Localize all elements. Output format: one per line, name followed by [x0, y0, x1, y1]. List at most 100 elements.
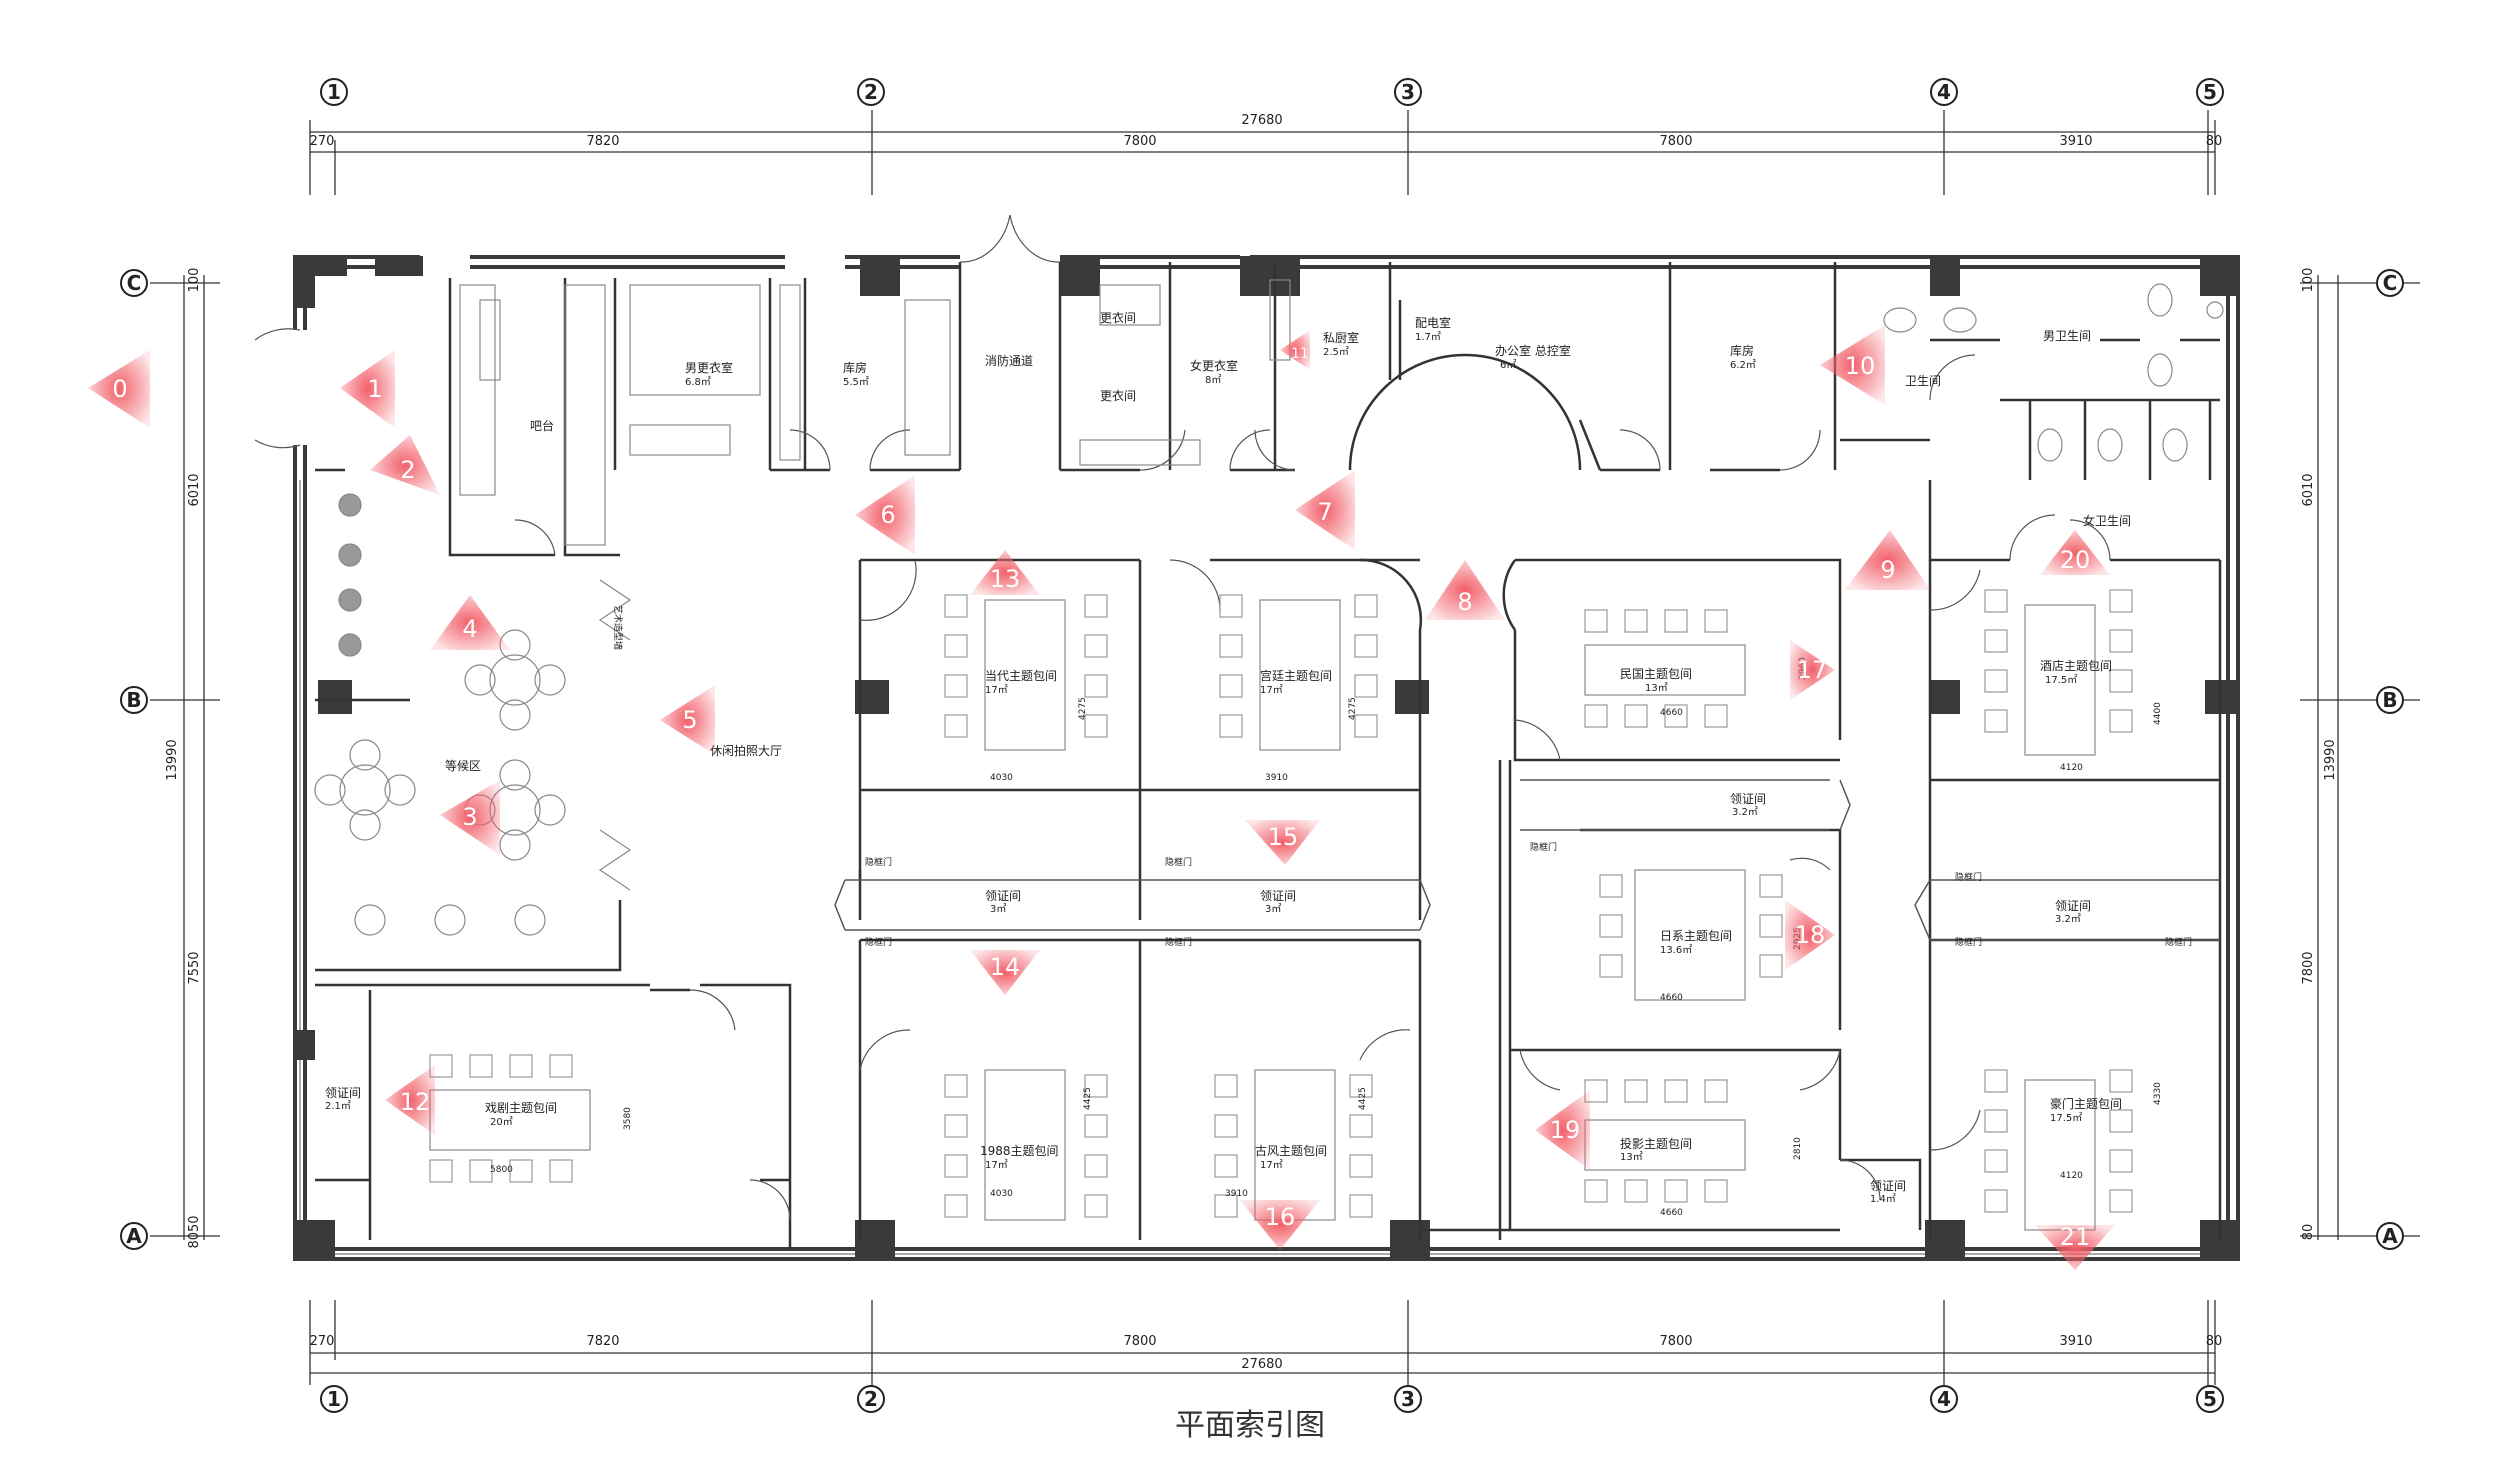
dim-total-bottom: 27680	[1241, 1357, 1282, 1372]
area-room-opera: 20㎡	[490, 1116, 513, 1128]
viewpoint-marker-17[interactable]	[1790, 640, 1835, 700]
area-office: 6㎡	[1500, 359, 1516, 371]
area-room-modern: 17㎡	[985, 684, 1008, 696]
label-office: 办公室 总控室	[1495, 343, 1571, 358]
dim-left-seg0: 100	[187, 268, 202, 293]
viewpoint-label-5: 5	[682, 706, 697, 734]
label-hidden-door-4: 隐框门	[1165, 936, 1192, 948]
dim-bottom-seg1: 7820	[586, 1334, 619, 1349]
label-room-ancient: 古风主题包间	[1255, 1143, 1327, 1158]
viewpoint-marker-7[interactable]	[1295, 470, 1355, 550]
label-room-modern: 当代主题包间	[985, 669, 1057, 683]
label-bar: 吧台	[530, 418, 554, 433]
area-room-hotel: 17.5㎡	[2045, 674, 2077, 686]
inner-dim-3910a: 3910	[1265, 773, 1288, 783]
label-room-film: 投影主题包间	[1620, 1136, 1692, 1151]
corridor-walls	[834, 779, 2220, 941]
axis-label-1-bottom: 1	[327, 1387, 341, 1411]
inner-dim-4030a: 4030	[990, 773, 1013, 783]
viewpoint-marker-20[interactable]	[2040, 530, 2110, 575]
viewpoint-marker-13[interactable]	[970, 550, 1040, 595]
label-lobby: 休闲拍照大厅	[710, 743, 782, 758]
viewpoint-marker-19[interactable]	[1535, 1090, 1590, 1170]
label-hidden-door-2: 隐框门	[1165, 856, 1192, 868]
label-changing2: 更衣间	[1100, 388, 1136, 403]
inner-dim-4660a: 4660	[1660, 708, 1683, 718]
viewpoint-marker-3[interactable]	[440, 780, 500, 855]
viewpoint-marker-10[interactable]	[1820, 325, 1885, 405]
inner-dim-4275b: 4275	[1348, 697, 1358, 720]
inner-dim-4030b: 4030	[990, 1189, 1013, 1199]
viewpoint-marker-6[interactable]	[855, 475, 915, 555]
dim-bottom-seg0: 270	[310, 1334, 335, 1349]
viewpoint-marker-4[interactable]	[430, 595, 510, 650]
viewpoint-marker-16[interactable]	[1240, 1200, 1320, 1250]
top-dimensions	[309, 110, 2216, 195]
axis-bubbles-bottom	[320, 1385, 2224, 1413]
viewpoint-marker-18[interactable]	[1785, 900, 1835, 970]
dim-total-top: 27680	[1241, 113, 1282, 128]
viewpoint-marker-15[interactable]	[1245, 820, 1320, 865]
dim-top-seg2: 7800	[1123, 134, 1156, 149]
inner-dim-4330: 4330	[2153, 1082, 2163, 1105]
label-male-wc: 男卫生间	[2043, 329, 2091, 343]
interior-walls	[315, 262, 2222, 1250]
furniture	[314, 279, 2224, 1231]
viewpoint-marker-1[interactable]	[340, 350, 395, 428]
axis-label-c-right: C	[2383, 271, 2398, 295]
plan-title: 平面索引图	[1175, 1408, 1325, 1443]
viewpoint-label-13: 13	[990, 565, 1021, 593]
axis-label-a-left: A	[126, 1224, 142, 1248]
label-hidden-door-5: 隐框门	[1530, 841, 1557, 853]
dim-top-seg1: 7820	[586, 134, 619, 149]
axis-label-3-top: 3	[1401, 80, 1415, 104]
dim-bottom-seg4: 3910	[2059, 1334, 2092, 1349]
viewpoint-marker-5[interactable]	[660, 685, 715, 755]
label-waiting: 等候区	[445, 759, 481, 773]
viewpoint-label-21: 21	[2060, 1223, 2091, 1251]
viewpoint-marker-21[interactable]	[2035, 1225, 2115, 1270]
inner-dim-4660c: 4660	[1660, 1208, 1683, 1218]
axis-label-a-right: A	[2382, 1224, 2398, 1248]
dim-top-seg3: 7800	[1659, 134, 1692, 149]
area-store2: 6.2㎡	[1730, 359, 1756, 371]
inner-dim-4425b: 4425	[1358, 1087, 1368, 1110]
label-female-locker: 女更衣室	[1190, 358, 1238, 373]
area-male-locker: 6.8㎡	[685, 376, 711, 388]
inner-dim-5800: 5800	[490, 1165, 513, 1175]
viewpoint-label-18: 18	[1795, 921, 1826, 949]
viewpoint-marker-11[interactable]	[1280, 330, 1310, 370]
viewpoint-label-4: 4	[462, 615, 477, 643]
viewpoint-marker-0[interactable]	[88, 350, 150, 428]
inner-dim-4400: 4400	[2153, 702, 2163, 725]
dim-right-seg2: 7800	[2301, 951, 2316, 984]
dim-top-seg5: 80	[2206, 134, 2223, 149]
dim-top-seg4: 3910	[2059, 134, 2092, 149]
viewpoint-label-3: 3	[462, 803, 477, 831]
label-room-republic: 民国主题包间	[1620, 667, 1692, 681]
window-lines	[299, 480, 2220, 1255]
area-cert6: 1.4㎡	[1870, 1193, 1896, 1205]
inner-dimensions: 4030 4275 3910 4275 4660 2960 4120 4400 …	[490, 657, 2163, 1218]
viewpoint-marker-12[interactable]	[385, 1065, 435, 1135]
axis-bubbles-top	[320, 78, 2224, 106]
dim-left-total: 13990	[165, 739, 180, 780]
label-cert3: 领证间	[1730, 792, 1766, 806]
area-private-kitchen: 2.5㎡	[1323, 346, 1349, 358]
viewpoint-label-6: 6	[880, 501, 895, 529]
viewpoint-marker-2[interactable]	[370, 435, 440, 495]
axis-label-5-bottom: 5	[2203, 1387, 2217, 1411]
area-room-rich: 17.5㎡	[2050, 1112, 2082, 1124]
doors	[254, 214, 2111, 1221]
axis-label-2-top: 2	[864, 80, 878, 104]
label-room-1988: 1988主题包间	[980, 1144, 1059, 1158]
viewpoint-marker-14[interactable]	[970, 950, 1040, 995]
label-male-locker: 男更衣室	[685, 360, 733, 375]
label-hidden-door-1: 隐框门	[865, 856, 892, 868]
axis-label-c-left: C	[127, 271, 142, 295]
viewpoint-marker-9[interactable]	[1845, 530, 1930, 590]
viewpoint-label-11: 11	[1291, 346, 1309, 362]
viewpoint-marker-8[interactable]	[1425, 560, 1505, 620]
axis-label-5-top: 5	[2203, 80, 2217, 104]
